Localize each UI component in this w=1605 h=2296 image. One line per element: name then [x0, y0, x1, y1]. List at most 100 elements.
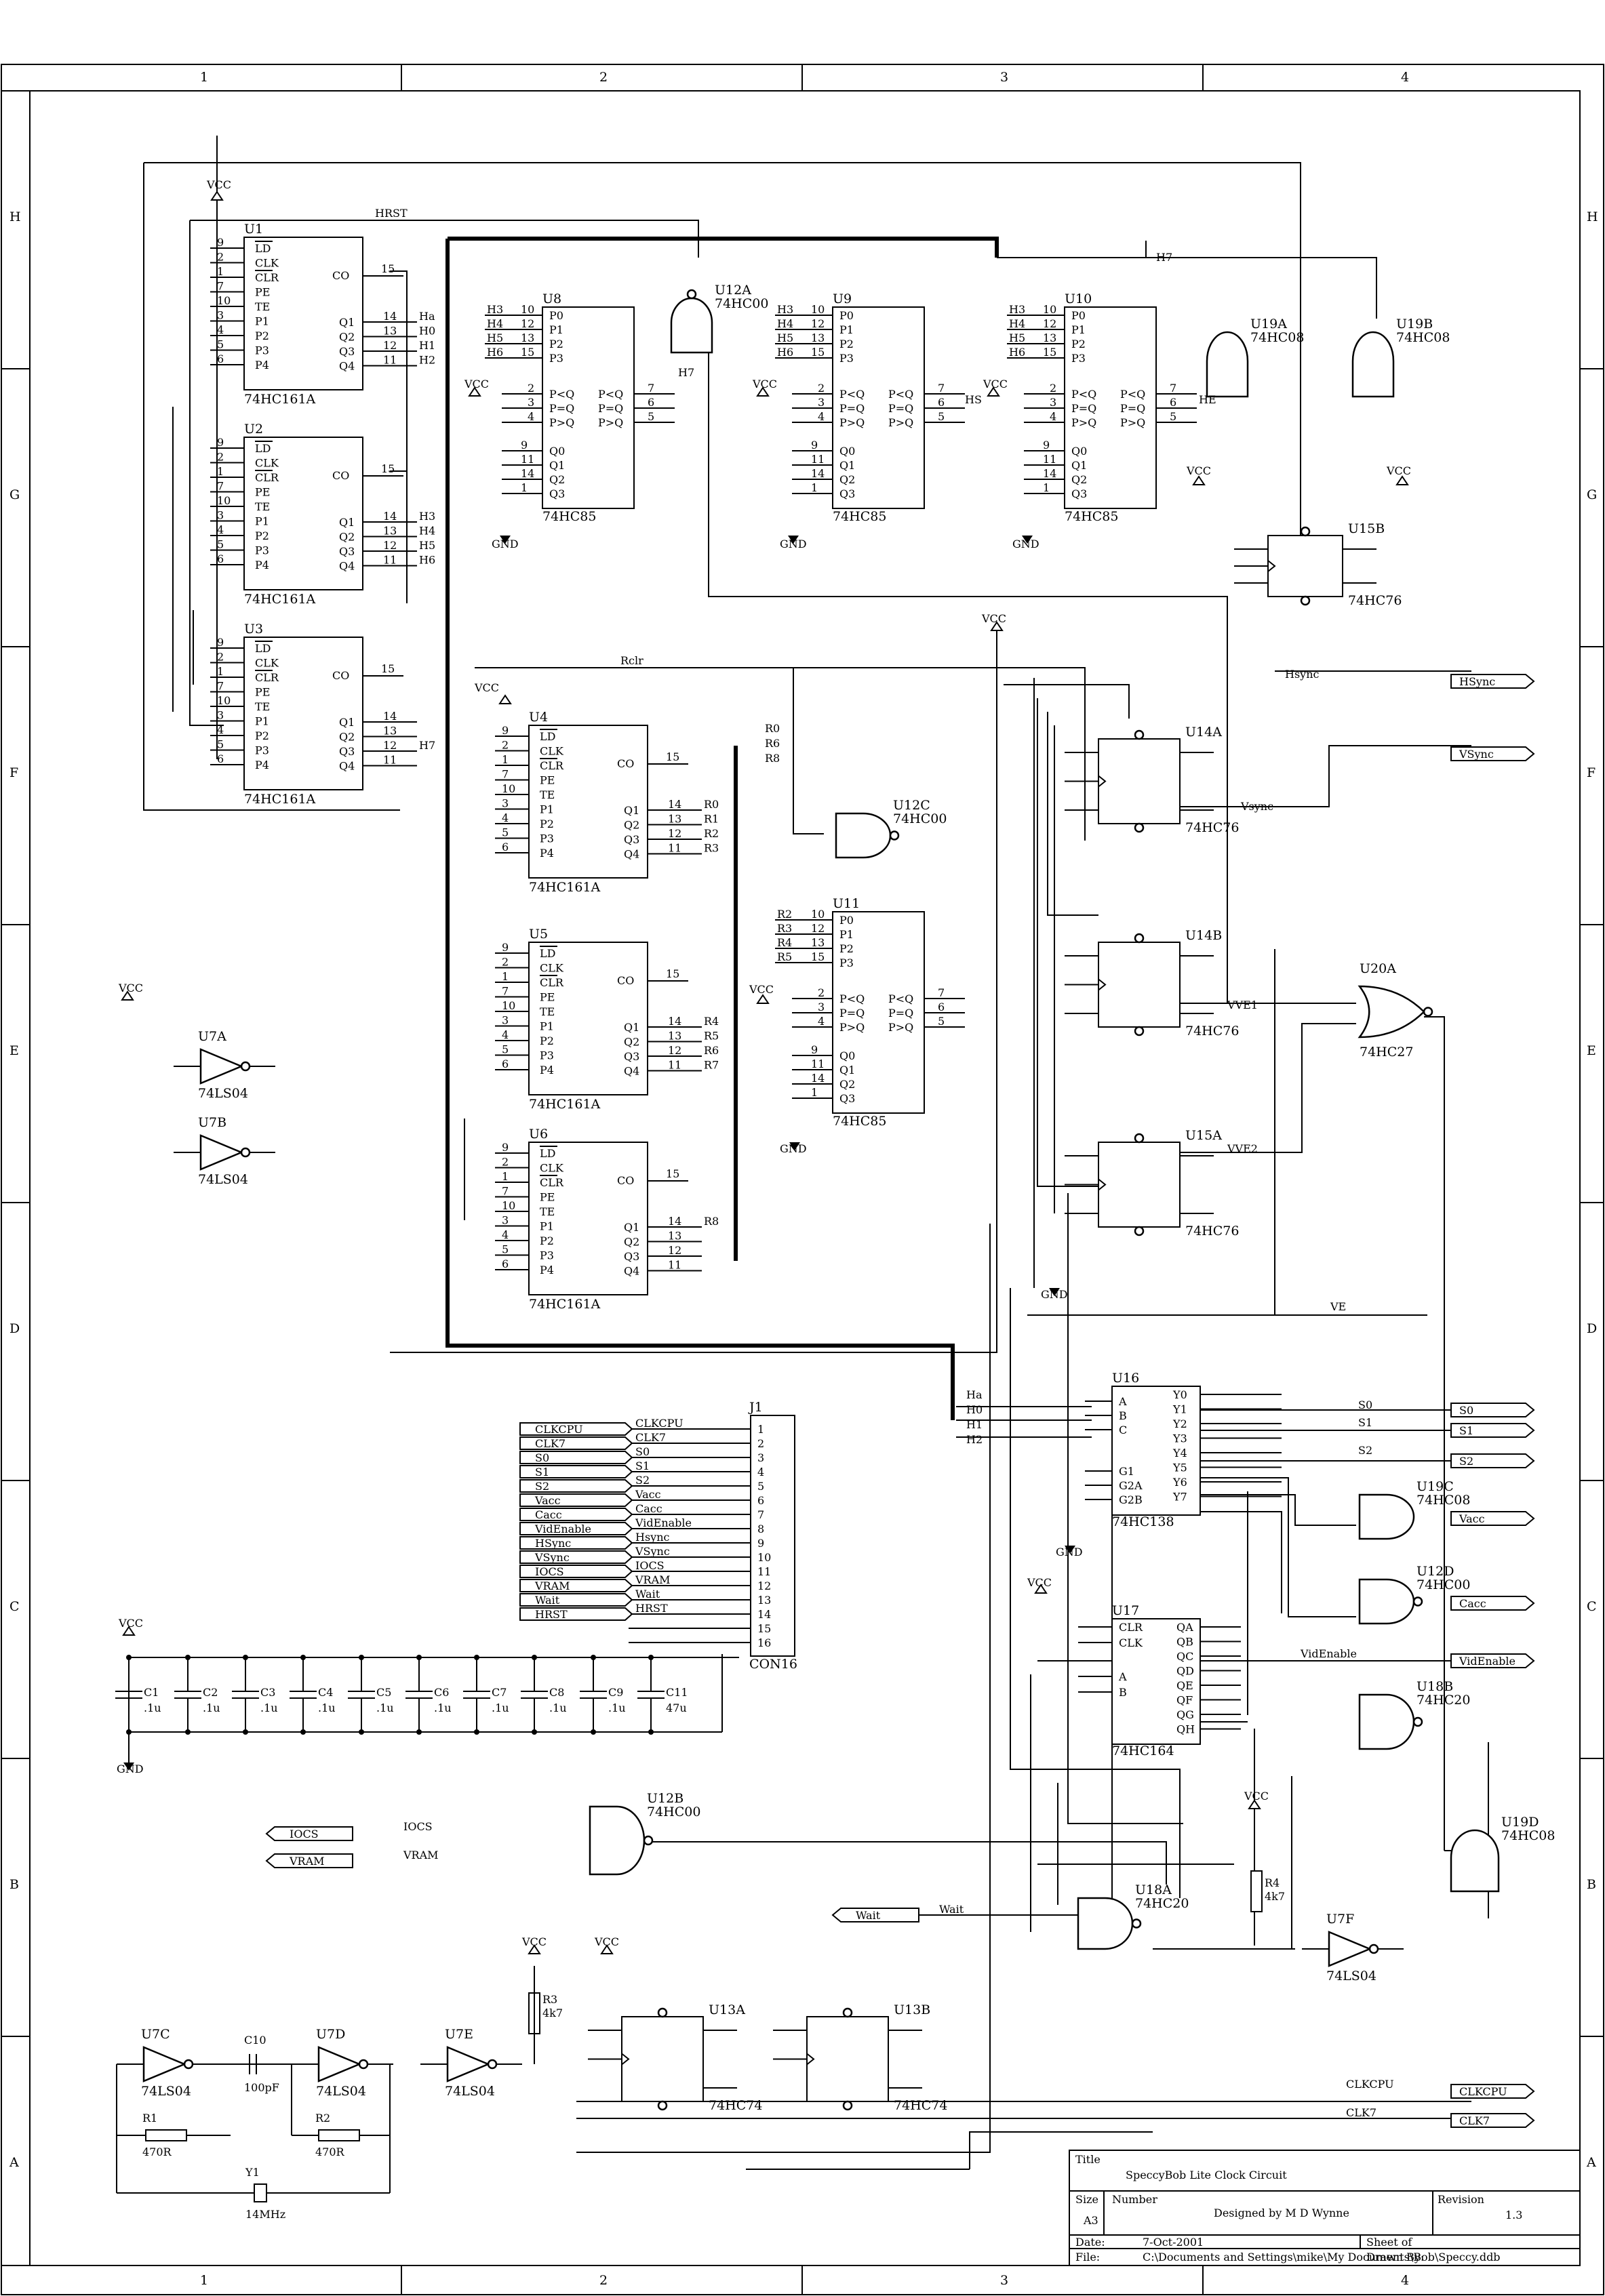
port-flag [519, 1550, 633, 1564]
gate-part: 74HC08 [1396, 330, 1450, 345]
output-net-label: R8 [704, 1215, 719, 1228]
pin-name: P>Q [1120, 416, 1145, 429]
pin-name: P2 [839, 942, 854, 955]
pin-name: Q1 [624, 804, 639, 817]
pin-name: CLK [255, 657, 279, 670]
pin-number: 3 [502, 1214, 509, 1227]
co-name: CO [332, 269, 349, 282]
comparator-body [542, 306, 635, 509]
net-label-vcc: VCC [464, 378, 489, 390]
cap-value: .1u [318, 1701, 336, 1714]
connector-signal-label: Vacc [635, 1488, 661, 1501]
net-label-clk7: CLK7 [1346, 2106, 1376, 2119]
shift-output-name: QG [1176, 1708, 1194, 1721]
junction-dot [359, 1729, 364, 1735]
pin-number: 5 [1170, 410, 1176, 423]
pin-name: Q3 [339, 345, 355, 358]
connector-signal-label: Cacc [635, 1502, 662, 1515]
counter-part: 74HC161A [529, 1297, 601, 1312]
port-flag [519, 1536, 633, 1550]
port-label: VSync [1459, 748, 1494, 761]
r1-value: 470R [142, 2146, 172, 2158]
pin-number: 6 [217, 752, 224, 765]
pin-name: Q0 [839, 445, 855, 458]
clock-wedge [621, 2053, 630, 2066]
r1-ref: R1 [142, 2112, 157, 2124]
pin-name: P<Q [1071, 388, 1096, 401]
counter-part: 74HC161A [244, 392, 316, 407]
net-label-rclr: Rclr [620, 654, 643, 667]
pin-name: Q4 [624, 1065, 639, 1078]
co-number: 15 [666, 1167, 679, 1180]
gate-body [1358, 1493, 1415, 1540]
pin-name: Q2 [339, 731, 355, 744]
pin-number: 13 [811, 936, 825, 949]
pin-name: P>Q [839, 1021, 865, 1034]
gate-ref: U20A [1360, 961, 1396, 976]
gate-ref: U7B [198, 1115, 226, 1130]
net-label-hrst: HRST [375, 207, 408, 220]
input-net-label: H4 [487, 317, 503, 330]
co-number: 15 [666, 967, 679, 980]
pin-number: 4 [502, 1028, 509, 1041]
port-label: HRST [535, 1608, 568, 1621]
pin-number: 1 [502, 753, 509, 766]
size-label: Size [1075, 2193, 1098, 2206]
output-net-label: Ha [419, 310, 435, 323]
pin-number: 10 [811, 908, 825, 921]
pin-number: 3 [818, 396, 825, 409]
row-label-a-right: A [1586, 2155, 1596, 2170]
pin-name: Q0 [839, 1049, 855, 1062]
gate-part: 74HC00 [893, 811, 947, 826]
pin-name: Q2 [339, 531, 355, 544]
pin-number: 14 [668, 798, 681, 811]
gate-ref: U12B [647, 1791, 683, 1806]
shift-register-ref: U17 [1112, 1603, 1139, 1618]
co-name: CO [617, 1174, 634, 1187]
port-left-wait: Wait [831, 1908, 919, 1922]
flipflop-part: 74HC76 [1185, 1024, 1239, 1039]
pin-number: 3 [217, 709, 224, 722]
pin-number: 5 [648, 410, 654, 423]
pin-name: CLK [255, 257, 279, 270]
inversion-bubble [686, 289, 697, 300]
pin-name: PE [255, 286, 270, 299]
pin-name: TE [540, 1205, 555, 1218]
pin-number: 15 [521, 346, 534, 359]
vcc-arrow-icon [528, 1944, 541, 1954]
inverter-body [142, 2046, 187, 2082]
port-label: Cacc [535, 1508, 562, 1521]
preset-bubble [657, 2007, 668, 2018]
inversion-bubble [889, 830, 900, 841]
pin-number: 9 [217, 236, 224, 249]
pin-number: 2 [502, 1156, 509, 1169]
inversion-bubble [1131, 1918, 1142, 1929]
co-number: 15 [381, 262, 395, 275]
pin-name: CLK [255, 457, 279, 470]
input-net-label: H3 [1009, 303, 1025, 316]
pin-name: P<Q [888, 388, 913, 401]
comparator-ref: U8 [542, 291, 561, 306]
port-right-vacc: Vacc [1450, 1511, 1535, 1526]
pin-number: 2 [217, 251, 224, 264]
net-label-vcc: VCC [752, 378, 777, 390]
pin-name: Q4 [624, 1265, 639, 1278]
pin-name: P3 [540, 832, 554, 845]
pin-number: 15 [1043, 346, 1056, 359]
output-net-label: R1 [704, 813, 719, 826]
file-label: File: [1075, 2251, 1100, 2263]
output-net-label: H7 [419, 739, 435, 752]
pin-number: 7 [502, 768, 509, 781]
port-right-clkcpu: CLKCPU [1450, 2084, 1535, 2099]
pin-name: CLR [540, 1176, 564, 1189]
clear-bubble [1300, 595, 1311, 606]
port-flag [1450, 674, 1535, 689]
pin-name: P2 [540, 818, 554, 830]
pin-name: P1 [255, 715, 269, 728]
row-label-h: H [9, 209, 21, 224]
